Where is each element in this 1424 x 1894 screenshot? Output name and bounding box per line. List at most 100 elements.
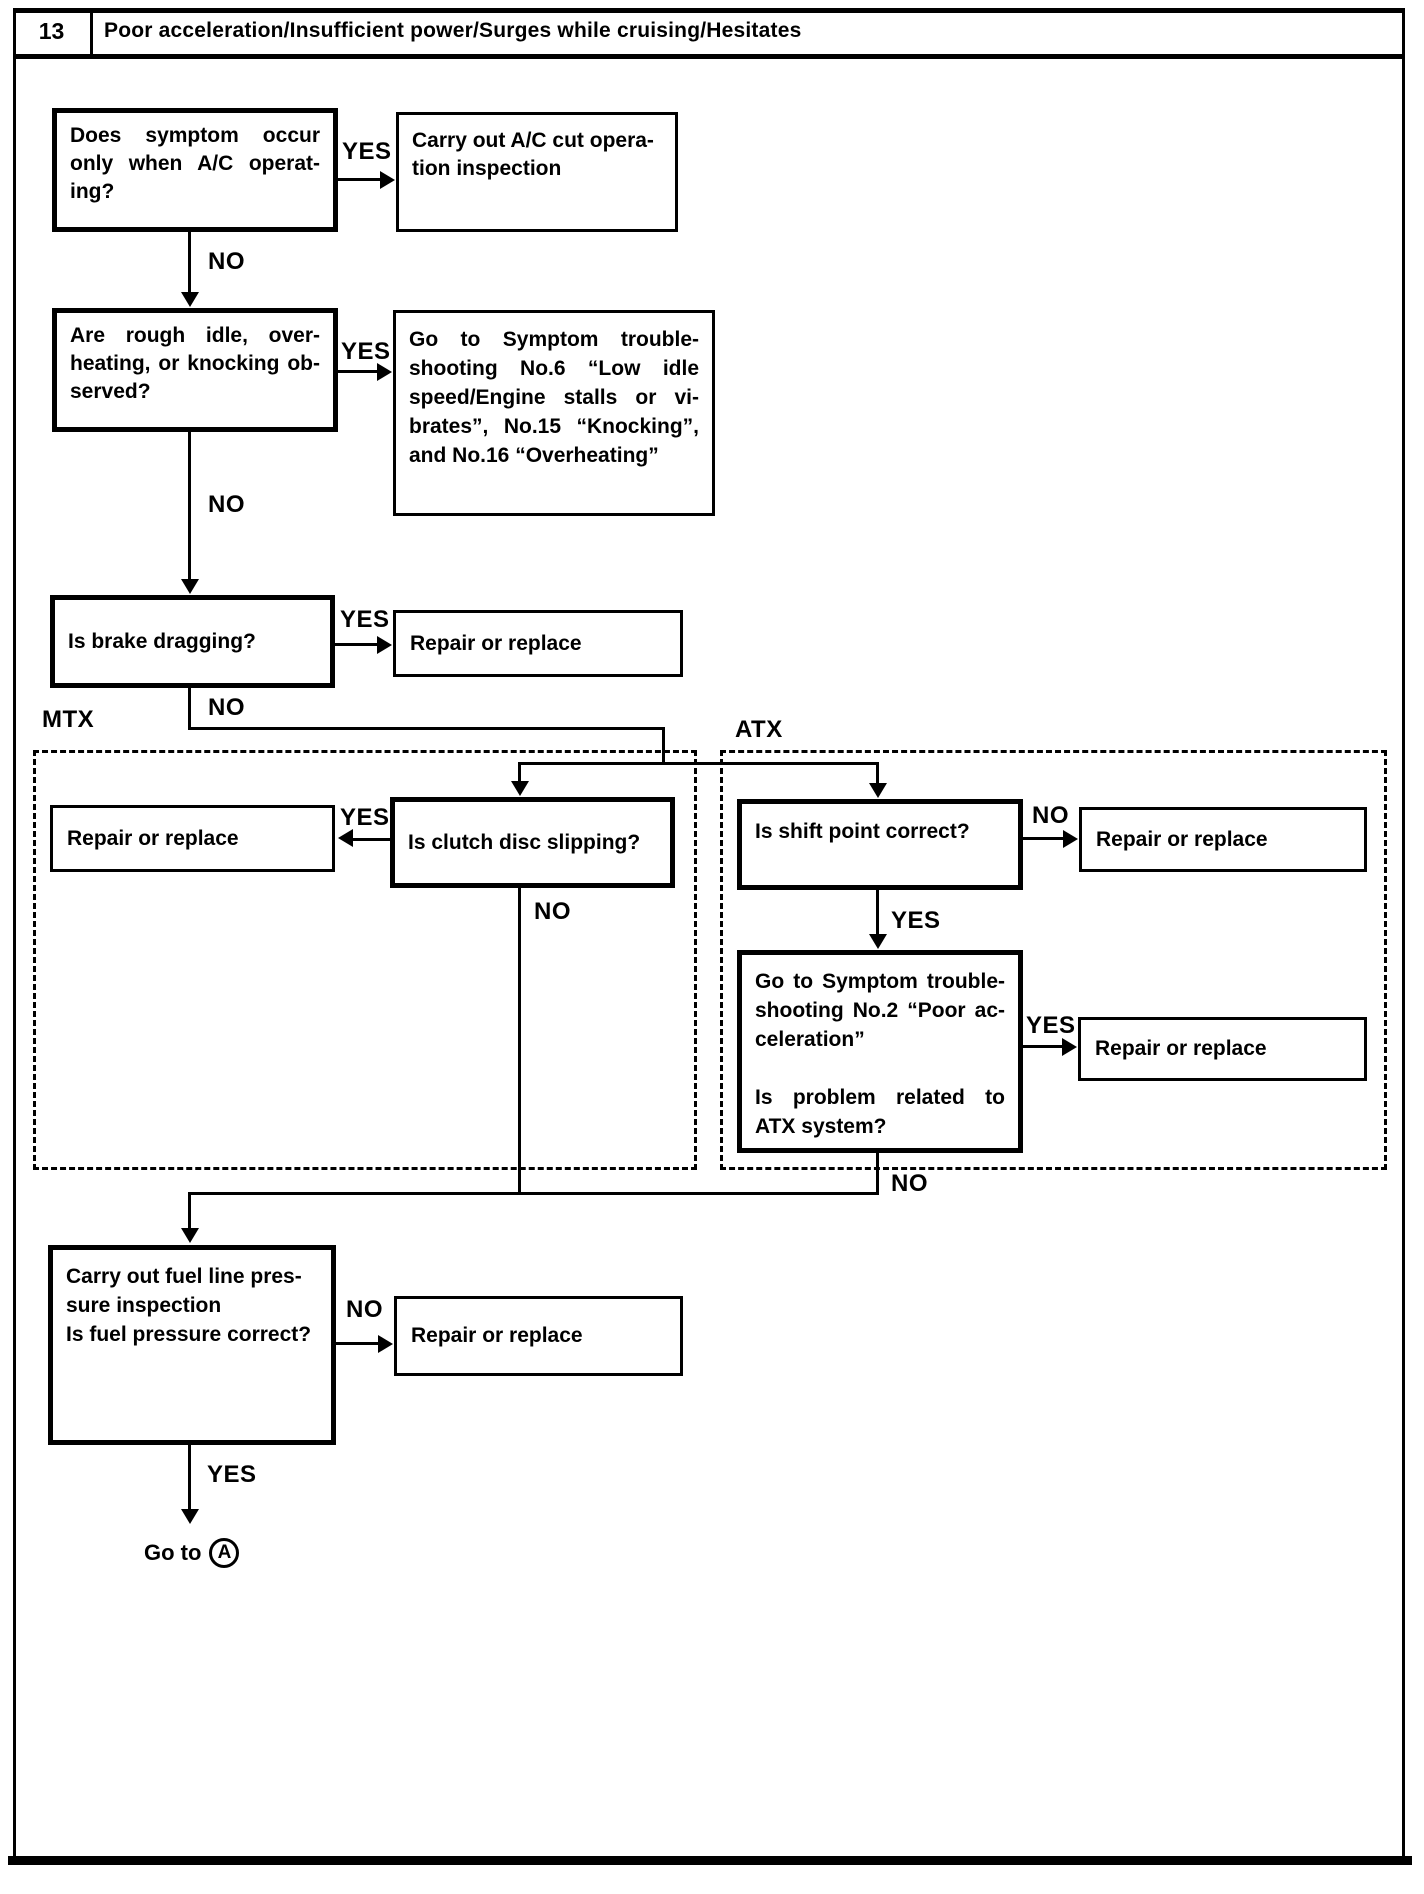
node-text-line: Carry out A/C cut opera- — [412, 129, 654, 152]
arrowhead-into-brake — [181, 579, 199, 594]
mtx-region-label: MTX — [42, 706, 95, 733]
arrowhead-into-fuel — [181, 1228, 199, 1243]
branch-label-yes-brake: YES — [340, 606, 390, 633]
connector-idle-yes — [336, 370, 379, 373]
frame-top — [13, 8, 1405, 13]
branch-label-no-atx: NO — [891, 1170, 928, 1197]
flow-node-shift-repair: Repair or replace — [1079, 807, 1367, 872]
branch-label-no-shift: NO — [1032, 802, 1069, 829]
node-text-line: Repair or replace — [1096, 827, 1268, 851]
arrowhead-into-atx-question — [869, 934, 887, 949]
arrowhead-into-clutch — [511, 781, 529, 796]
flow-node-symptom6-action: Go to Symptom trouble- shooting No.6 “Lo… — [393, 310, 715, 516]
arrowhead-into-symptom6 — [377, 363, 392, 381]
flow-node-rough-idle-question: Are rough idle, over- heating, or knocki… — [52, 308, 338, 432]
node-text-line: Repair or replace — [1095, 1037, 1267, 1060]
arrowhead-goto-a — [181, 1509, 199, 1524]
connector-converge-down — [188, 1192, 191, 1230]
branch-label-yes-clutch: YES — [340, 804, 390, 831]
frame-bottom — [8, 1856, 1412, 1865]
arrowhead-into-brake-repair — [377, 636, 392, 654]
node-text-line: Repair or replace — [411, 1324, 583, 1347]
flow-node-brake-question: Is brake dragging? — [50, 595, 335, 688]
node-text-line: Are rough idle, over- — [70, 324, 320, 347]
connector-brake-no-drop — [188, 688, 191, 730]
atx-region-border — [720, 750, 1387, 1170]
connector-fork-right — [876, 762, 879, 785]
connector-brake-no-across — [188, 727, 665, 730]
arrowhead-into-atx-repair — [1062, 1038, 1077, 1056]
node-text-line: speed/Engine stalls or vi- — [409, 386, 699, 409]
node-text-line: Repair or replace — [410, 631, 582, 655]
connector-fuel-yes — [188, 1445, 191, 1511]
arrowhead-into-fuel-repair — [378, 1335, 393, 1353]
connector-clutch-no — [518, 888, 521, 1194]
connector-fuel-no — [336, 1342, 380, 1345]
connector-brake-no-down — [662, 727, 665, 765]
flow-node-fuel-pressure-question: Carry out fuel line pres- sure inspectio… — [48, 1245, 336, 1445]
connector-shift-yes — [876, 890, 879, 936]
node-text-line: ing? — [70, 180, 115, 203]
branch-label-yes-ac: YES — [342, 138, 392, 165]
node-text-line — [755, 1054, 1005, 1083]
page-section-number: 13 — [38, 17, 65, 44]
node-text-line: shooting No.2 “Poor ac- — [755, 999, 1005, 1022]
connector-ac-yes — [336, 178, 382, 181]
goto-text: Go to — [144, 1540, 202, 1565]
node-text-line: Does symptom occur — [70, 124, 320, 147]
branch-label-no-clutch: NO — [534, 898, 571, 925]
node-text-line: Is problem related to — [755, 1086, 1005, 1109]
branch-label-yes-atx: YES — [1026, 1012, 1076, 1039]
connector-clutch-yes — [352, 838, 390, 841]
flow-node-ac-question: Does symptom occur only when A/C operat-… — [52, 108, 338, 232]
connector-shift-no — [1023, 837, 1065, 840]
flow-node-fuel-repair: Repair or replace — [394, 1296, 683, 1376]
node-text-line: Is shift point correct? — [755, 820, 970, 843]
arrowhead-into-idle — [181, 292, 199, 307]
node-text-line: heating, or knocking ob- — [70, 352, 320, 375]
mtx-region-border — [33, 750, 697, 1170]
branch-label-no-brake: NO — [208, 694, 245, 721]
connector-idle-to-brake — [188, 432, 191, 581]
header-rule — [13, 54, 1405, 59]
flow-node-ac-cut-inspection: Carry out A/C cut opera- tion inspection — [396, 112, 678, 232]
branch-label-no-ac: NO — [208, 248, 245, 275]
connector-fork-left — [518, 762, 521, 783]
node-text-line: celeration” — [755, 1028, 865, 1051]
flow-node-atx-symptom2-question: Go to Symptom trouble- shooting No.2 “Po… — [737, 950, 1023, 1153]
node-text-line: Is fuel pressure correct? — [66, 1323, 312, 1346]
frame-right — [1402, 8, 1405, 1865]
atx-region-label: ATX — [735, 716, 783, 743]
flow-node-clutch-repair: Repair or replace — [50, 805, 335, 872]
node-text-line: Carry out fuel line pres- — [66, 1265, 302, 1288]
flow-node-atx-repair: Repair or replace — [1078, 1017, 1367, 1081]
arrowhead-into-shift-repair — [1063, 830, 1078, 848]
connector-atx-no — [876, 1153, 879, 1194]
flow-node-brake-repair: Repair or replace — [393, 610, 683, 677]
header-divider — [90, 8, 93, 59]
node-text-line: Is clutch disc slipping? — [408, 830, 641, 854]
node-text-line: served? — [70, 380, 151, 403]
connector-atx-yes — [1023, 1045, 1064, 1048]
node-text-line: Repair or replace — [67, 826, 239, 850]
branch-label-no-idle: NO — [208, 491, 245, 518]
connector-fork — [518, 762, 879, 765]
node-text-line: Go to Symptom trouble- — [755, 970, 1005, 993]
node-text-line: brates”, No.15 “Knocking”, — [409, 415, 699, 438]
node-text-line: ATX system? — [755, 1115, 887, 1138]
node-text-line: Is brake dragging? — [68, 629, 256, 653]
page-title: Poor acceleration/Insufficient power/Sur… — [104, 19, 802, 42]
frame-left — [13, 8, 16, 1865]
arrowhead-into-ac-action — [380, 171, 395, 189]
reference-a-icon: A — [209, 1538, 240, 1568]
flow-node-clutch-question: Is clutch disc slipping? — [390, 797, 675, 888]
arrowhead-into-shift — [869, 783, 887, 798]
branch-label-yes-shift: YES — [891, 907, 941, 934]
branch-label-no-fuel: NO — [346, 1296, 383, 1323]
node-text-line: only when A/C operat- — [70, 152, 320, 175]
node-text-line: sure inspection — [66, 1294, 222, 1317]
node-text-line: Go to Symptom trouble- — [409, 328, 699, 351]
terminal-goto-a: Go to A — [144, 1538, 240, 1568]
flow-node-shift-question: Is shift point correct? — [737, 799, 1023, 890]
